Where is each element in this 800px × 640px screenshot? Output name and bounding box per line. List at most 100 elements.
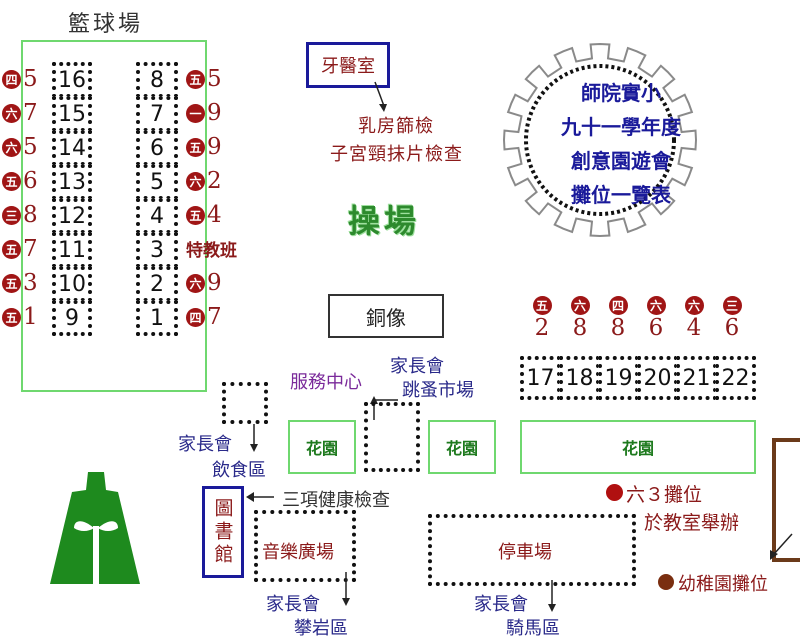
brown-dot-icon bbox=[658, 574, 674, 590]
stall-2[interactable]: 2 bbox=[136, 266, 178, 302]
left-class-mark-6-class: 3 bbox=[23, 270, 38, 296]
right-class-mark-0-class: 5 bbox=[207, 66, 222, 92]
right-class-mark-7-class: 7 bbox=[207, 304, 222, 330]
service-center: 服務中心 bbox=[290, 372, 362, 393]
left-class-mark-7-class: 1 bbox=[23, 304, 38, 330]
stall-8[interactable]: 8 bbox=[136, 62, 178, 98]
right-class-mark-7-grade: 四 bbox=[186, 307, 205, 327]
right-class-mark-0-grade: 五 bbox=[186, 69, 205, 89]
stall-10[interactable]: 10 bbox=[52, 266, 92, 302]
left-class-mark-5-grade: 五 bbox=[2, 239, 21, 259]
stall-18[interactable]: 18 bbox=[559, 356, 600, 400]
stall-3[interactable]: 3 bbox=[136, 232, 178, 268]
stall-6[interactable]: 6 bbox=[136, 130, 178, 166]
climbing-arrow bbox=[342, 572, 350, 606]
row-mark-grade-0: 五 bbox=[532, 296, 552, 315]
row-mark-grade-1: 六 bbox=[570, 296, 590, 315]
class-63-line-1: 六３攤位 bbox=[626, 484, 703, 506]
stall-9[interactable]: 9 bbox=[52, 300, 92, 336]
parking-lot[interactable] bbox=[428, 514, 636, 586]
left-class-mark-2-class: 5 bbox=[23, 134, 38, 160]
stall-13[interactable]: 13 bbox=[52, 164, 92, 200]
stall-7[interactable]: 7 bbox=[136, 96, 178, 132]
right-class-mark-1-grade: 一 bbox=[186, 103, 205, 123]
stall-20[interactable]: 20 bbox=[637, 356, 678, 400]
dental-room-label: 牙醫室 bbox=[321, 56, 375, 77]
row-mark-class-5: 6 bbox=[724, 315, 740, 341]
seal-line-4: 攤位一覽表 bbox=[571, 183, 671, 207]
stall-12[interactable]: 12 bbox=[52, 198, 92, 234]
row-mark-class-1: 8 bbox=[572, 315, 588, 341]
stall-14[interactable]: 14 bbox=[52, 130, 92, 166]
right-class-mark-2-grade: 五 bbox=[186, 137, 205, 157]
health-arrow bbox=[246, 492, 274, 502]
food-area-box[interactable] bbox=[222, 382, 268, 424]
seal-line-2: 九十一學年度 bbox=[561, 115, 681, 139]
stall-16[interactable]: 16 bbox=[52, 62, 92, 98]
right-class-mark-5: 特教班 bbox=[186, 236, 239, 261]
kindergarten-label: 幼稚園攤位 bbox=[678, 574, 768, 595]
climbing-line-1: 家長會 bbox=[266, 594, 320, 615]
stall-4[interactable]: 4 bbox=[136, 198, 178, 234]
row-mark-grade-4: 六 bbox=[684, 296, 704, 315]
court-title: 籃球場 bbox=[68, 12, 144, 37]
horse-line-2: 騎馬區 bbox=[506, 618, 560, 639]
flea-market-line-1: 家長會 bbox=[390, 356, 444, 377]
seal-inner-ring bbox=[524, 64, 676, 216]
garden-1: 花園 bbox=[288, 420, 356, 474]
left-class-mark-6-grade: 五 bbox=[2, 273, 21, 293]
stall-19[interactable]: 19 bbox=[598, 356, 639, 400]
row-mark-class-4: 4 bbox=[686, 315, 702, 341]
stall-22[interactable]: 22 bbox=[715, 356, 756, 400]
school-logo-icon bbox=[50, 472, 140, 584]
food-area-line-1: 家長會 bbox=[178, 434, 232, 455]
right-class-mark-1-class: 9 bbox=[207, 100, 222, 126]
seal-line-1: 師院實小 bbox=[581, 81, 661, 105]
red-dot-icon bbox=[606, 484, 623, 501]
stall-1[interactable]: 1 bbox=[136, 300, 178, 336]
music-plaza[interactable] bbox=[254, 510, 356, 582]
left-class-mark-0-grade: 四 bbox=[2, 69, 21, 89]
left-class-mark-4-grade: 三 bbox=[2, 205, 21, 225]
stall-21[interactable]: 21 bbox=[676, 356, 717, 400]
left-class-mark-0-class: 5 bbox=[23, 66, 38, 92]
seal-gear-icon bbox=[502, 42, 698, 238]
stall-17[interactable]: 17 bbox=[520, 356, 561, 400]
class-63-line-2: 於教室舉辦 bbox=[644, 512, 740, 534]
flea-market-area[interactable] bbox=[364, 402, 420, 472]
horse-arrow bbox=[548, 580, 556, 612]
left-class-mark-1-class: 7 bbox=[23, 100, 38, 126]
left-class-mark-4-class: 8 bbox=[23, 202, 38, 228]
right-class-mark-6-class: 9 bbox=[207, 270, 222, 296]
right-class-mark-2-class: 9 bbox=[207, 134, 222, 160]
stall-15[interactable]: 15 bbox=[52, 96, 92, 132]
row-mark-grade-5: 三 bbox=[722, 296, 742, 315]
right-class-mark-5-grade: 特教班 bbox=[186, 241, 237, 261]
left-class-mark-7-grade: 五 bbox=[2, 307, 21, 327]
horse-line-1: 家長會 bbox=[474, 594, 528, 615]
health-check: 三項健康檢查 bbox=[282, 490, 390, 511]
left-class-mark-5-class: 7 bbox=[23, 236, 38, 262]
right-class-mark-4-grade: 五 bbox=[186, 205, 205, 225]
seal-title: 師院實小 九十一學年度 創意園遊會 攤位一覽表 bbox=[536, 76, 706, 212]
right-class-mark-4-class: 4 bbox=[207, 202, 222, 228]
garden-2: 花園 bbox=[428, 420, 496, 474]
stall-5[interactable]: 5 bbox=[136, 164, 178, 200]
stall-11[interactable]: 11 bbox=[52, 232, 92, 268]
left-class-mark-3-class: 6 bbox=[23, 168, 38, 194]
left-class-mark-1-grade: 六 bbox=[2, 103, 21, 123]
